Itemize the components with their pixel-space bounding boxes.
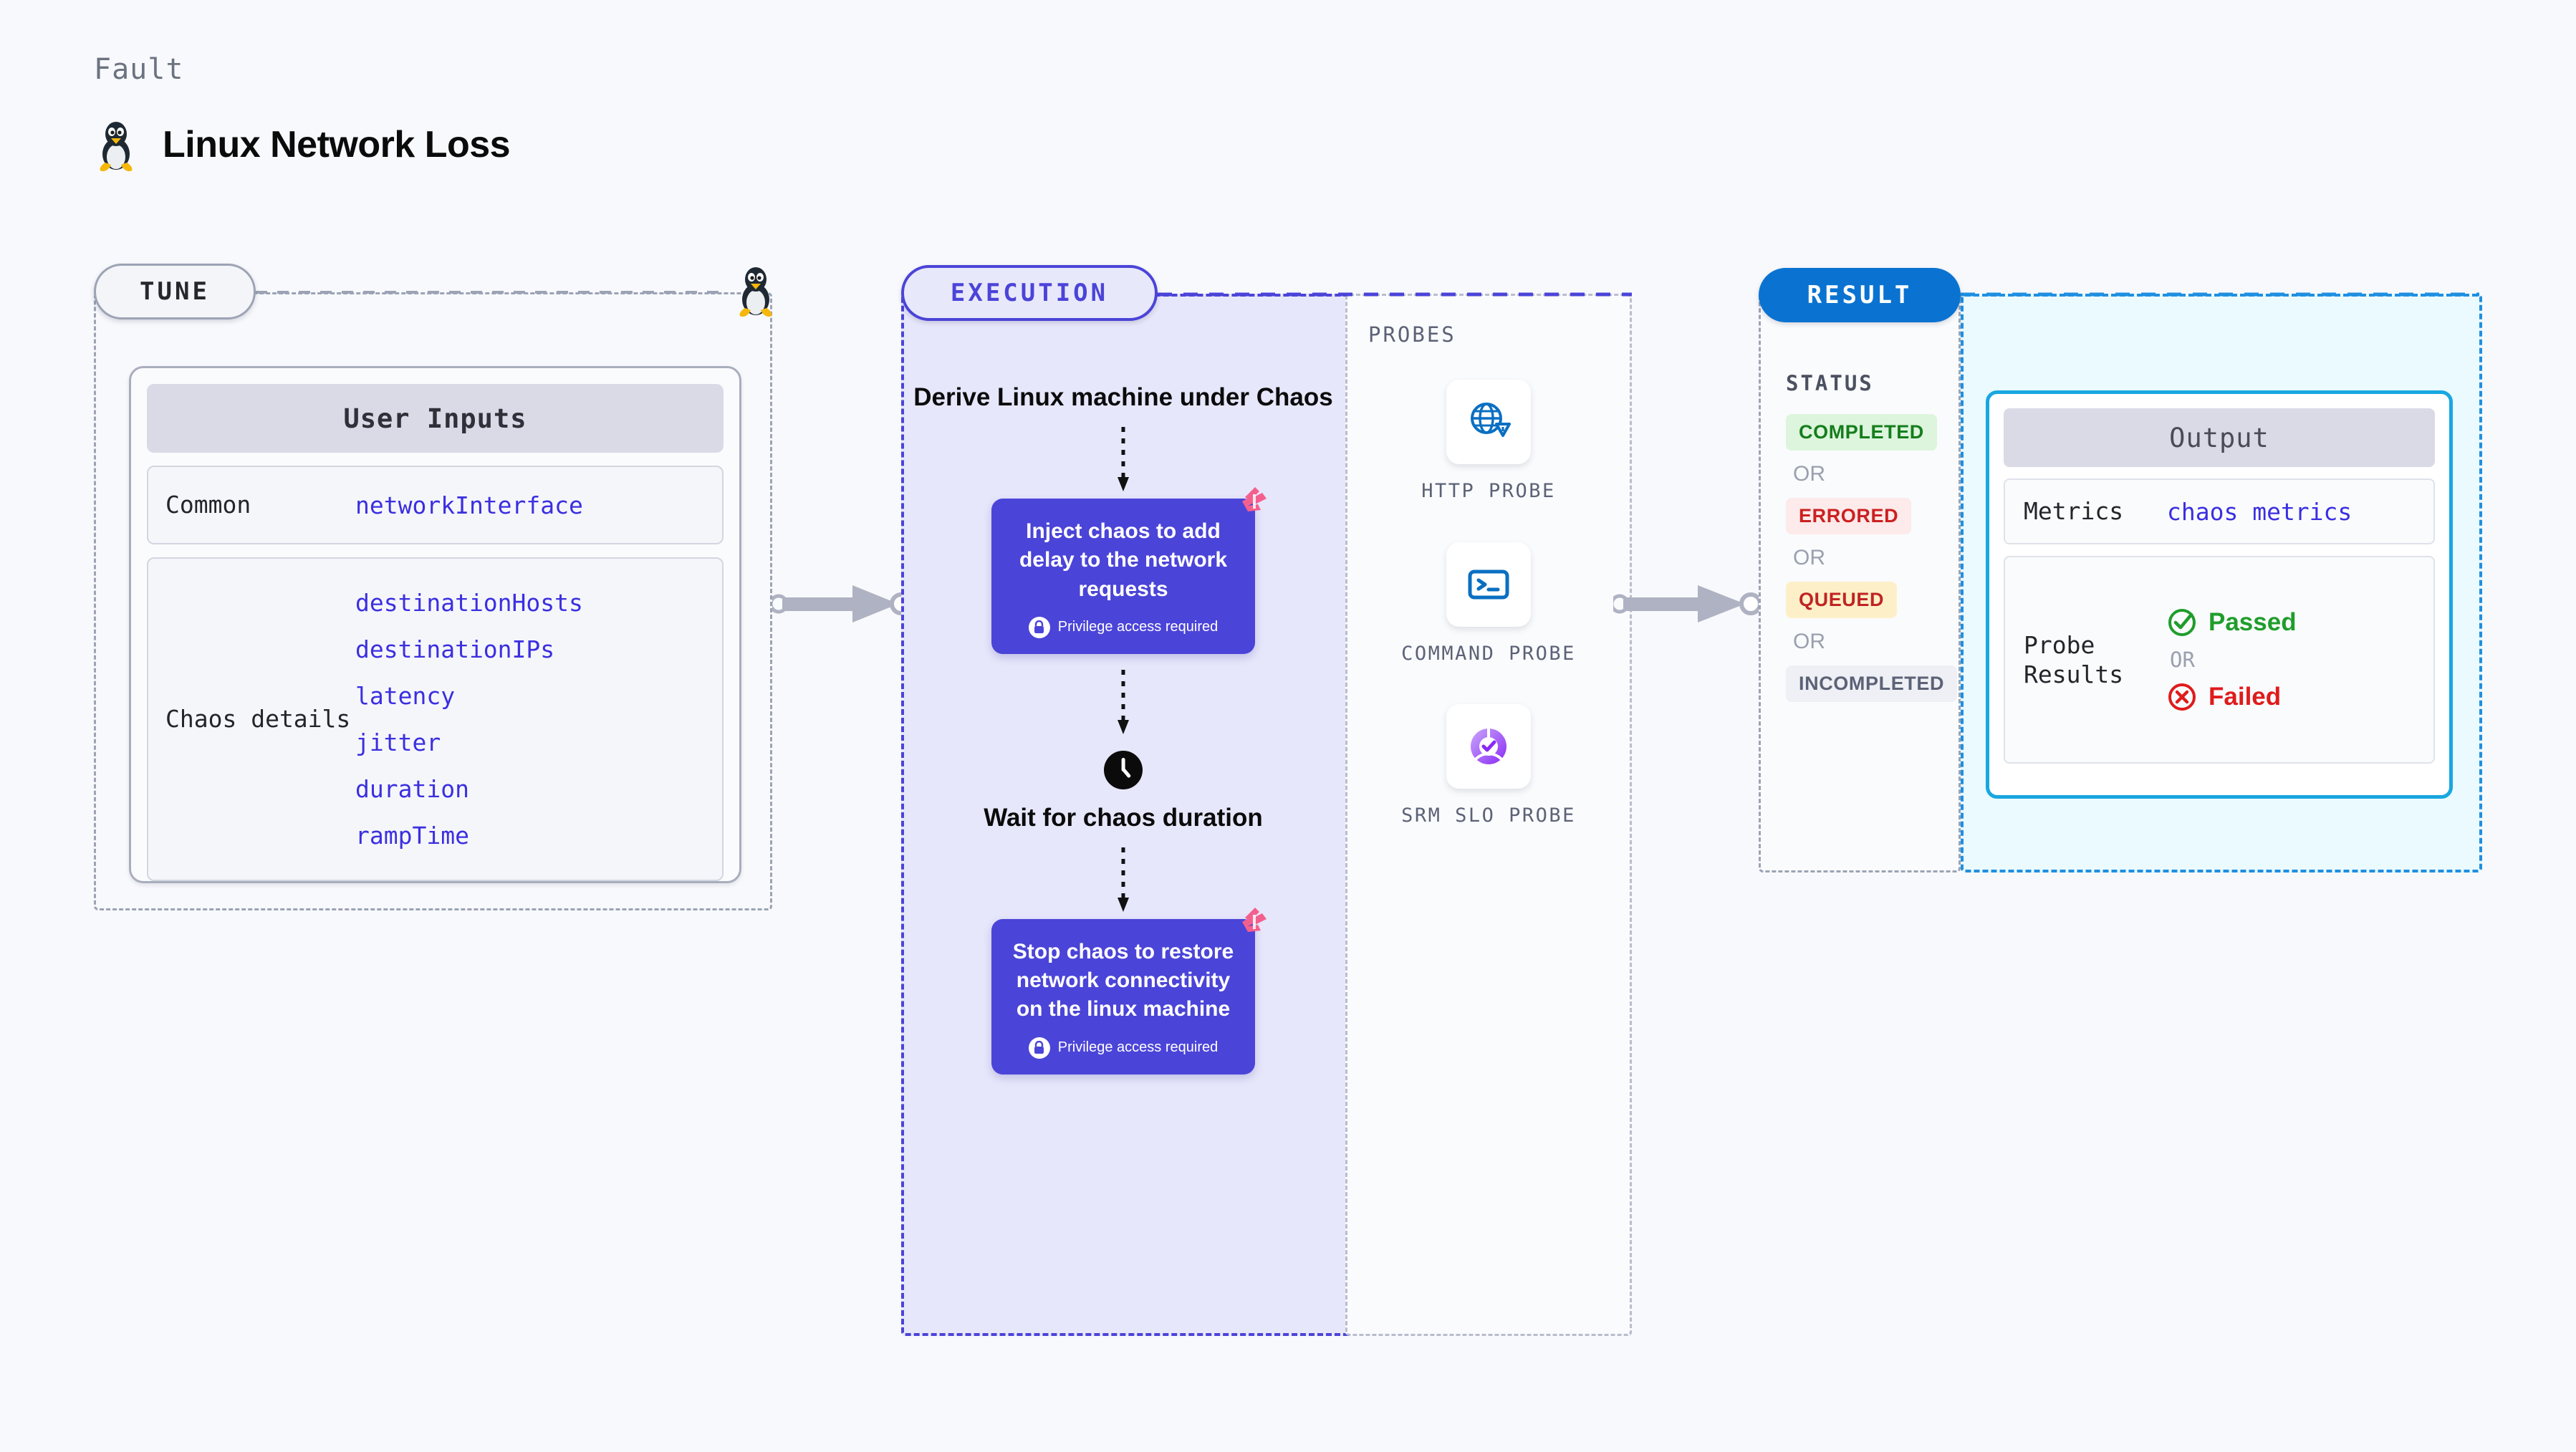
privilege-badge-label: Privilege access required: [1057, 619, 1219, 635]
terminal-icon: [1446, 542, 1531, 627]
check-circle-icon: [2167, 607, 2197, 638]
tune-linux-penguin-icon: [734, 264, 778, 317]
input-row-values: destinationHosts destinationIPs latency …: [355, 589, 583, 850]
page-title: Linux Network Loss: [163, 124, 511, 165]
output-row-probe-results: Probe Results Passed OR: [2004, 556, 2435, 764]
execution-node-label: Stop chaos to restore network connectivi…: [1012, 939, 1234, 1021]
status-list: COMPLETED OR ERRORED OR QUEUED OR INCOMP…: [1786, 414, 1958, 702]
probe-item-http[interactable]: HTTP PROBE: [1395, 380, 1582, 505]
probe-result-passed: Passed: [2167, 607, 2297, 638]
status-or-label: OR: [1793, 462, 1825, 486]
result-connector-line: [1961, 292, 2479, 297]
probe-item-command[interactable]: COMMAND PROBE: [1395, 542, 1582, 668]
input-value[interactable]: networkInterface: [355, 491, 583, 519]
probes-list: HTTP PROBE COMMAND PROBE: [1345, 380, 1632, 830]
probes-label: PROBES: [1368, 322, 1456, 347]
result-pill[interactable]: RESULT: [1759, 268, 1961, 322]
flow-arrow-down-icon: [1118, 669, 1129, 734]
probe-result-passed-label: Passed: [2209, 608, 2297, 636]
input-row-chaos-details: Chaos details destinationHosts destinati…: [147, 557, 724, 881]
tune-pill[interactable]: TUNE: [94, 264, 256, 319]
status-badge-completed: COMPLETED: [1786, 414, 1937, 451]
probe-result-failed: Failed: [2167, 682, 2297, 712]
probe-item-label: COMMAND PROBE: [1401, 642, 1576, 665]
execution-node-label: Inject chaos to add delay to the network…: [1019, 519, 1228, 601]
privilege-badge: Privilege access required: [1007, 616, 1239, 638]
harness-logo-icon: [1238, 903, 1271, 936]
execution-flow: Derive Linux machine under Chaos Inject …: [901, 337, 1345, 1074]
privilege-badge: Privilege access required: [1007, 1037, 1239, 1059]
privilege-badge-label: Privilege access required: [1057, 1039, 1219, 1055]
probes-panel: [1345, 294, 1632, 1336]
tune-connector-line: [256, 291, 729, 294]
output-row-key: Probe Results: [2024, 630, 2124, 688]
status-badge-queued: QUEUED: [1786, 582, 1898, 618]
probe-item-label: HTTP PROBE: [1421, 480, 1556, 502]
status-badge-errored: ERRORED: [1786, 498, 1912, 534]
execution-step-wait-label: Wait for chaos duration: [984, 803, 1263, 832]
status-label: STATUS: [1786, 371, 1874, 395]
execution-to-result-arrow: [1613, 585, 1762, 622]
input-value[interactable]: jitter: [355, 729, 441, 756]
output-metrics-value[interactable]: chaos metrics: [2167, 497, 2352, 526]
lock-icon: [1028, 1037, 1050, 1059]
tune-to-execution-arrow: [772, 585, 913, 622]
harness-logo-icon: [1238, 483, 1271, 516]
probe-result-failed-label: Failed: [2209, 683, 2282, 711]
status-or-label: OR: [1793, 546, 1825, 569]
input-value[interactable]: destinationHosts: [355, 589, 583, 617]
globe-warning-icon: [1446, 380, 1531, 464]
input-value[interactable]: duration: [355, 775, 469, 803]
user-inputs-title: User Inputs: [147, 384, 724, 453]
execution-step-derive-label: Derive Linux machine under Chaos: [913, 383, 1333, 411]
output-row-metrics: Metrics chaos metrics: [2004, 479, 2435, 544]
page-title-row: Linux Network Loss: [94, 118, 511, 171]
status-badge-incompleted: INCOMPLETED: [1786, 665, 1958, 702]
fault-eyebrow-label: Fault: [94, 53, 184, 86]
status-or-label: OR: [1793, 630, 1825, 653]
input-row-common: Common networkInterface: [147, 466, 724, 544]
user-inputs-card: User Inputs Common networkInterface Chao…: [129, 366, 741, 883]
input-row-key: Common: [165, 491, 251, 519]
lock-icon: [1028, 616, 1050, 638]
execution-node-stop-chaos[interactable]: Stop chaos to restore network connectivi…: [991, 907, 1267, 1074]
output-row-key: Metrics: [2024, 497, 2124, 526]
input-value[interactable]: rampTime: [355, 822, 469, 850]
input-row-key: Chaos details: [165, 705, 351, 734]
close-circle-icon: [2167, 682, 2197, 712]
output-title: Output: [2004, 408, 2435, 467]
probe-item-srm-slo[interactable]: SRM SLO PROBE: [1395, 704, 1582, 830]
execution-connector-line: [1158, 292, 1632, 297]
flow-arrow-down-icon: [1118, 427, 1129, 492]
linux-penguin-icon: [94, 118, 138, 171]
input-value[interactable]: destinationIPs: [355, 635, 555, 663]
output-card: Output Metrics chaos metrics Probe Resul…: [1986, 390, 2453, 799]
input-row-values: networkInterface: [355, 491, 583, 519]
flow-arrow-down-icon: [1118, 847, 1129, 912]
probe-result-or-label: OR: [2170, 648, 2195, 672]
probe-item-label: SRM SLO PROBE: [1401, 804, 1576, 827]
clock-icon: [1103, 750, 1143, 790]
execution-node-inject-chaos[interactable]: Inject chaos to add delay to the network…: [991, 487, 1267, 654]
input-value[interactable]: latency: [355, 682, 456, 710]
execution-pill[interactable]: EXECUTION: [901, 265, 1158, 321]
probe-result-values: Passed OR Failed: [2167, 607, 2297, 712]
slo-donut-check-icon: [1446, 704, 1531, 789]
